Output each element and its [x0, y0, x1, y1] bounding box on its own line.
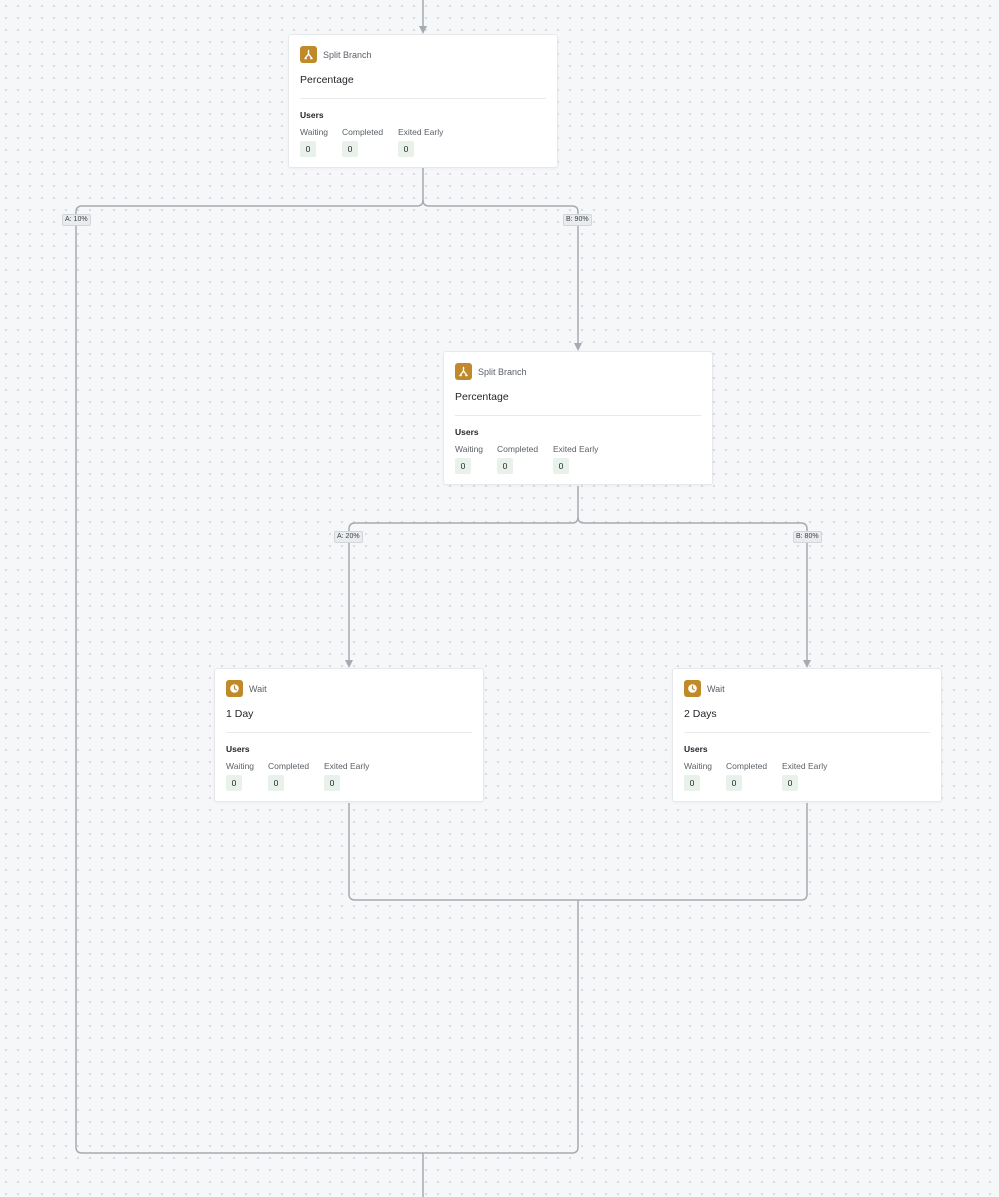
- divider: [455, 415, 701, 416]
- stat-exited-early: Exited Early 0: [324, 761, 369, 791]
- stat-value: 0: [324, 775, 340, 791]
- node-title: Percentage: [300, 74, 354, 86]
- stat-waiting: Waiting 0: [455, 444, 483, 474]
- split-branch-node-1[interactable]: Split Branch Percentage Users Waiting 0 …: [288, 34, 558, 168]
- branch-label-a-10[interactable]: A: 10%: [62, 214, 91, 226]
- node-header: Wait: [684, 680, 725, 697]
- stat-label: Exited Early: [553, 444, 599, 454]
- stat-value: 0: [553, 458, 569, 474]
- split-branch-node-2[interactable]: Split Branch Percentage Users Waiting 0 …: [443, 351, 713, 485]
- stat-completed: Completed 0: [342, 127, 383, 157]
- stat-label: Exited Early: [398, 127, 444, 137]
- branch-label-a-20[interactable]: A: 20%: [334, 531, 363, 543]
- node-title: 1 Day: [226, 708, 254, 720]
- stat-label: Completed: [497, 444, 539, 454]
- stat-label: Waiting: [300, 127, 329, 137]
- stat-value: 0: [398, 141, 414, 157]
- stat-label: Waiting: [226, 761, 255, 771]
- node-title: 2 Days: [684, 708, 717, 720]
- branch-label-b-80[interactable]: B: 80%: [793, 531, 822, 543]
- stat-completed: Completed 0: [268, 761, 309, 791]
- stat-value: 0: [782, 775, 798, 791]
- stat-value: 0: [342, 141, 358, 157]
- edge-split1-a: [75, 168, 424, 1154]
- stat-label: Waiting: [684, 761, 713, 771]
- stat-label: Exited Early: [782, 761, 828, 771]
- wait-node-1[interactable]: Wait 1 Day Users Waiting 0 Completed 0 E…: [214, 668, 484, 802]
- split-branch-icon: [455, 363, 472, 380]
- stat-exited-early: Exited Early 0: [553, 444, 598, 474]
- clock-icon: [226, 680, 243, 697]
- stat-value: 0: [684, 775, 700, 791]
- node-header: Wait: [226, 680, 267, 697]
- stat-value: 0: [300, 141, 316, 157]
- users-heading: Users: [684, 744, 708, 754]
- edge-wait1-merge: [348, 803, 578, 901]
- stat-waiting: Waiting 0: [226, 761, 254, 791]
- stat-label: Completed: [342, 127, 384, 137]
- stat-completed: Completed 0: [497, 444, 538, 474]
- branch-label-b-90[interactable]: B: 90%: [563, 214, 592, 226]
- stat-waiting: Waiting 0: [684, 761, 712, 791]
- edge-split2-b: [577, 516, 811, 668]
- users-heading: Users: [455, 427, 479, 437]
- edge-wait2-merge: [578, 803, 808, 901]
- stat-exited-early: Exited Early 0: [782, 761, 827, 791]
- node-kind: Split Branch: [478, 366, 527, 377]
- edge-merge-down: [423, 900, 579, 1154]
- stat-exited-early: Exited Early 0: [398, 127, 443, 157]
- stat-value: 0: [268, 775, 284, 791]
- edge-split1-b: [422, 199, 582, 351]
- node-header: Split Branch: [455, 363, 527, 380]
- divider: [226, 732, 472, 733]
- stat-value: 0: [726, 775, 742, 791]
- node-kind: Split Branch: [323, 49, 372, 60]
- stat-label: Waiting: [455, 444, 484, 454]
- stat-waiting: Waiting 0: [300, 127, 328, 157]
- stat-value: 0: [226, 775, 242, 791]
- stat-completed: Completed 0: [726, 761, 767, 791]
- node-title: Percentage: [455, 391, 509, 403]
- stat-label: Exited Early: [324, 761, 370, 771]
- divider: [684, 732, 930, 733]
- stat-value: 0: [455, 458, 471, 474]
- split-branch-icon: [300, 46, 317, 63]
- users-heading: Users: [226, 744, 250, 754]
- clock-icon: [684, 680, 701, 697]
- edge-split2-a: [345, 486, 579, 668]
- node-kind: Wait: [707, 683, 725, 694]
- stat-value: 0: [497, 458, 513, 474]
- node-kind: Wait: [249, 683, 267, 694]
- divider: [300, 98, 546, 99]
- node-header: Split Branch: [300, 46, 372, 63]
- stat-label: Completed: [268, 761, 310, 771]
- users-heading: Users: [300, 110, 324, 120]
- wait-node-2[interactable]: Wait 2 Days Users Waiting 0 Completed 0 …: [672, 668, 942, 802]
- stat-label: Completed: [726, 761, 768, 771]
